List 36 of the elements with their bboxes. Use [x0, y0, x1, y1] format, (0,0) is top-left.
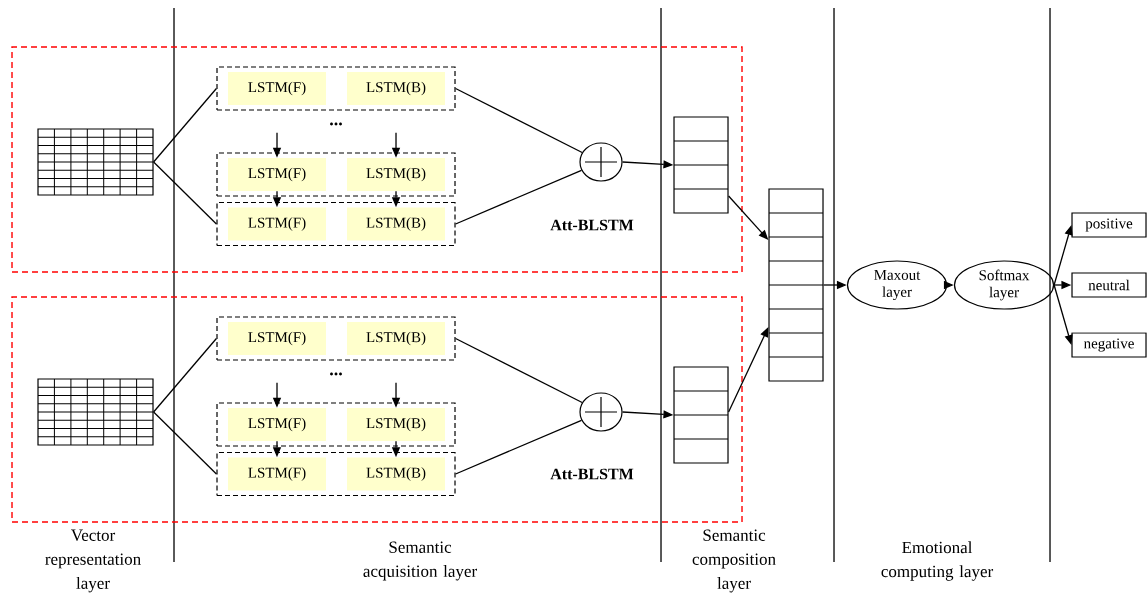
lstm-cell: LSTM(B) — [347, 207, 445, 241]
layer-caption: Semantic composition layer — [692, 529, 776, 593]
dashed-box — [216, 451, 456, 497]
lstm-cell: LSTM(F) — [228, 72, 326, 105]
vector-column — [768, 188, 824, 382]
matrix-grid — [37, 128, 154, 196]
sum-circle — [579, 392, 623, 432]
dashed-box — [216, 152, 456, 197]
dashed-box — [216, 201, 456, 247]
lstm-cell: LSTM(B) — [347, 457, 445, 491]
output-box: positive — [1071, 212, 1147, 238]
sum-circle — [579, 142, 623, 182]
lstm-cell: LSTM(F) — [228, 322, 326, 355]
lstm-cell: LSTM(F) — [228, 457, 326, 491]
layer-caption: Emotional computing layer — [881, 541, 994, 581]
lstm-cell: LSTM(F) — [228, 207, 326, 241]
matrix-grid — [37, 378, 154, 446]
layer-caption: Vector representation layer — [45, 529, 141, 593]
ellipsis: ... — [330, 122, 342, 126]
dashed-box — [216, 316, 456, 361]
output-box: neutral — [1071, 272, 1147, 298]
dashed-box — [216, 402, 456, 447]
vector-column — [673, 366, 729, 464]
lstm-cell: LSTM(B) — [347, 322, 445, 355]
lstm-cell: LSTM(B) — [347, 408, 445, 441]
lstm-cell: LSTM(B) — [347, 158, 445, 191]
ellipsis: ... — [330, 372, 342, 376]
group-label: Att-BLSTM — [550, 468, 634, 480]
output-box: negative — [1071, 332, 1147, 358]
lstm-cell: LSTM(F) — [228, 408, 326, 441]
dashed-box — [216, 66, 456, 111]
layer-caption: Semantic acquisition layer — [363, 541, 477, 581]
vector-column — [673, 116, 729, 214]
lstm-cell: LSTM(F) — [228, 158, 326, 191]
group-label: Att-BLSTM — [550, 219, 634, 231]
lstm-cell: LSTM(B) — [347, 72, 445, 105]
